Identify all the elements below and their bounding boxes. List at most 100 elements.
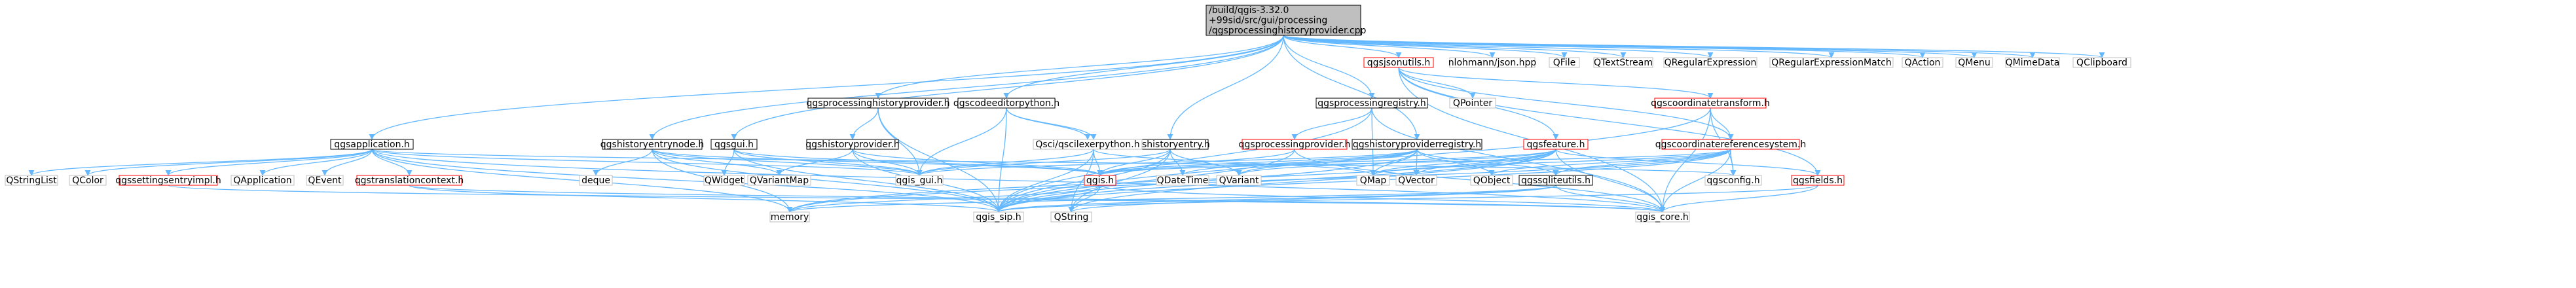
- node-box[interactable]: [1523, 139, 1589, 150]
- node-QMimeData: QMimeData: [2005, 57, 2060, 68]
- node-root[interactable]: /build/qgis-3.32.0+99sid/src/gui/process…: [1205, 5, 1366, 36]
- nodes-layer: /build/qgis-3.32.0+99sid/src/gui/process…: [5, 5, 2131, 223]
- node-QVariant: QVariant: [1216, 175, 1262, 186]
- edge-root-to-qgsapplication_h: [369, 35, 1284, 140]
- node-box: [1470, 175, 1513, 186]
- node-label: QObject: [1473, 175, 1511, 186]
- node-box: [1663, 57, 1757, 68]
- node-qgscodeeditorpython_h[interactable]: qgscodeeditorpython.h: [953, 98, 1059, 109]
- node-label: +99sid/src/gui/processing: [1209, 16, 1327, 26]
- node-QVariantMap: QVariantMap: [747, 175, 811, 186]
- node-box[interactable]: [119, 175, 218, 186]
- node-box[interactable]: [1316, 98, 1428, 109]
- node-box: [1955, 57, 1993, 68]
- node-box[interactable]: [806, 139, 899, 150]
- node-QString: QString: [1050, 211, 1092, 223]
- node-QObject: QObject: [1470, 175, 1513, 186]
- edge-qgssqliteutils_h-to-qgis_sip_h: [995, 185, 1556, 213]
- node-box: [1216, 175, 1262, 186]
- node-qgsprocessingregistry_h[interactable]: qgsprocessingregistry.h: [1316, 98, 1428, 109]
- node-box[interactable]: [957, 98, 1056, 109]
- node-box[interactable]: [1084, 175, 1116, 186]
- node-qgsfields_h[interactable]: qgsfields.h: [1791, 175, 1845, 186]
- edge-root-to-qgscodeeditorpython_h: [1003, 35, 1284, 99]
- node-QRegularExpressionMatch: QRegularExpressionMatch: [1769, 57, 1894, 68]
- edge-qgscodeeditor_h-to-QMap: [1093, 149, 1376, 176]
- node-label: QVariantMap: [750, 175, 809, 186]
- node-box[interactable]: [1791, 175, 1845, 186]
- node-label: QApplication: [233, 175, 291, 186]
- node-box[interactable]: [1352, 139, 1482, 150]
- edge-qgsapplication_h-to-QApplication: [259, 149, 373, 176]
- node-label: QEvent: [308, 175, 342, 186]
- edge-qgshistoryproviderregistry_h-to-QDateTime: [1179, 149, 1418, 176]
- edge-qgsapplication_h-to-qgssettingsentryimpl_h: [165, 149, 373, 176]
- edge-qgsfields_h-to-qgis_core_h: [1659, 185, 1818, 213]
- node-label: QString: [1054, 212, 1089, 223]
- node-qgshistoryentrynode_h[interactable]: qgshistoryentrynode.h: [600, 139, 705, 150]
- node-box: [2072, 57, 2131, 68]
- node-box[interactable]: [1242, 139, 1348, 150]
- node-qgscoordinatetransform_h[interactable]: qgscoordinatetransform.h: [1651, 98, 1770, 109]
- node-qgshistoryprovider_h[interactable]: qgshistoryprovider.h: [805, 139, 900, 150]
- node-qgis_gui_h: qgis_gui.h: [895, 175, 944, 186]
- edge-qgssqliteutils_h-to-memory: [786, 185, 1556, 213]
- node-box[interactable]: [1363, 57, 1434, 68]
- edge-root-to-qgsjsonutils_h: [1283, 35, 1402, 58]
- node-label: qgsprocessingprovider.h: [1239, 139, 1351, 150]
- edge-root-to-qgshistoryentrynode_h: [649, 35, 1284, 140]
- node-qgstranslationcontext_h[interactable]: qgstranslationcontext.h: [355, 175, 464, 186]
- node-box[interactable]: [1654, 98, 1767, 109]
- edge-qgscoordinatetransform_h-to-qgis_sip_h: [995, 107, 1711, 213]
- node-box: [1902, 57, 1943, 68]
- node-box[interactable]: [807, 98, 949, 109]
- node-label: qgsfeature.h: [1527, 139, 1585, 150]
- node-label: QVariant: [1219, 175, 1259, 186]
- edge-qgshistoryprovider_h-to-QVariantMap: [776, 149, 853, 176]
- node-qgsgui_h[interactable]: qgsgui.h: [710, 139, 758, 150]
- node-label: QRegularExpression: [1665, 58, 1757, 68]
- edge-qgsprocessingregistry_h-to-qgsprocessingprovider_h: [1291, 107, 1372, 140]
- node-label: QWidget: [705, 175, 745, 186]
- node-box: [579, 175, 613, 186]
- node-label: qgscoordinatereferencesystem.h: [1655, 139, 1807, 150]
- node-label: qgshistoryentry.h: [1130, 139, 1210, 150]
- node-qgsprocessinghistoryprovider_h[interactable]: qgsprocessinghistoryprovider.h: [806, 98, 950, 109]
- node-memory: memory: [769, 211, 810, 223]
- node-qgshistoryproviderregistry_h[interactable]: qgshistoryproviderregistry.h: [1352, 139, 1482, 150]
- edge-root-to-qgshistoryproviderregistry_h: [1283, 35, 1420, 140]
- node-label: qgsprocessingregistry.h: [1317, 98, 1426, 109]
- node-QColor: QColor: [69, 175, 107, 186]
- node-qgssqliteutils_h[interactable]: qgssqliteutils.h: [1518, 175, 1593, 186]
- node-box: [69, 175, 107, 186]
- node-qgssettingsentryimpl_h[interactable]: qgssettingsentryimpl.h: [115, 175, 221, 186]
- node-box: [1156, 175, 1209, 186]
- node-box[interactable]: [356, 175, 462, 186]
- node-box: [1635, 211, 1690, 223]
- node-label: QPointer: [1453, 98, 1492, 109]
- node-box: [1356, 175, 1390, 186]
- node-QWidget: QWidget: [703, 175, 745, 186]
- node-box: [1449, 98, 1496, 109]
- node-box[interactable]: [330, 139, 414, 150]
- edge-qgssqliteutils_h-to-QString: [1068, 185, 1556, 213]
- node-box[interactable]: [602, 139, 703, 150]
- edge-qgis_h-to-qgis_core_h: [1099, 185, 1666, 213]
- edge-qgsjsonutils_h-to-qgscoordinatereferencesystem_h: [1398, 67, 1734, 140]
- node-box[interactable]: [1518, 175, 1593, 186]
- node-label: qgstranslationcontext.h: [355, 175, 464, 186]
- node-box[interactable]: [710, 139, 758, 150]
- edge-qgscodeeditor_h-to-qgis_gui_h: [916, 149, 1094, 176]
- node-box[interactable]: [1205, 5, 1361, 36]
- node-qgis_h[interactable]: qgis.h: [1084, 175, 1116, 186]
- node-qgsjsonutils_h[interactable]: qgsjsonutils.h: [1363, 57, 1434, 68]
- node-qgscoordinatereferencesystem_h[interactable]: qgscoordinatereferencesystem.h: [1655, 139, 1807, 150]
- node-label: qgsapplication.h: [334, 139, 410, 150]
- node-QDateTime: QDateTime: [1156, 175, 1209, 186]
- node-box: [1395, 175, 1437, 186]
- node-qgshistoryentry_h[interactable]: qgshistoryentry.h: [1130, 139, 1210, 150]
- node-box[interactable]: [1661, 139, 1800, 150]
- node-qgsprocessingprovider_h[interactable]: qgsprocessingprovider.h: [1239, 139, 1351, 150]
- node-qgsapplication_h[interactable]: qgsapplication.h: [330, 139, 414, 150]
- node-qgsfeature_h[interactable]: qgsfeature.h: [1523, 139, 1589, 150]
